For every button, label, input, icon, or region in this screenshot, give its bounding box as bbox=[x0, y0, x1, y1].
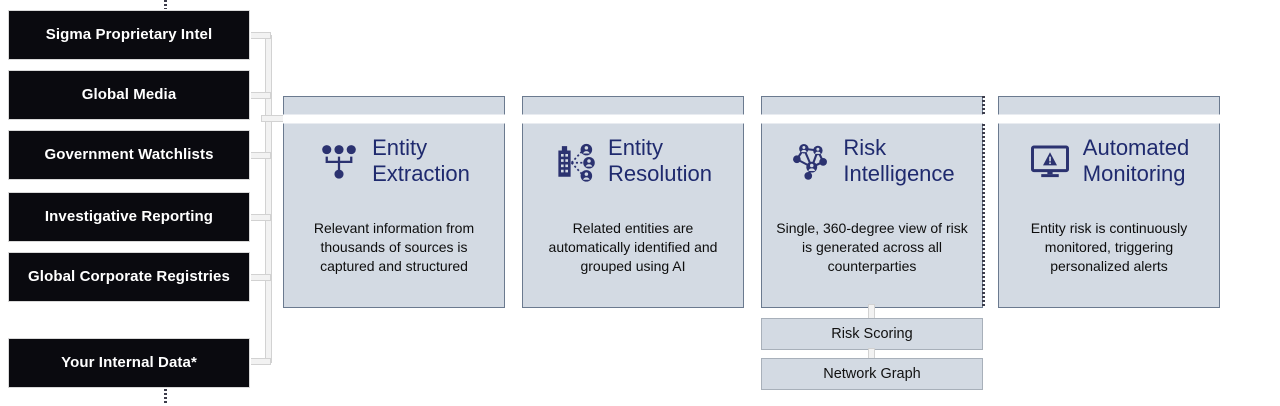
stage-card-header: Automated Monitoring bbox=[999, 135, 1219, 186]
stage-card-title: Entity Extraction bbox=[372, 135, 470, 186]
dotted-divider-card3 bbox=[982, 96, 985, 308]
stage-card-description: Related entities are automatically ident… bbox=[548, 220, 718, 275]
source-label: Government Watchlists bbox=[44, 145, 214, 163]
dotted-marker-bottom bbox=[164, 389, 167, 405]
source-box[interactable]: Global Corporate Registries bbox=[8, 252, 250, 302]
stage-card-automated-monitoring[interactable]: Automated Monitoring Entity risk is cont… bbox=[998, 96, 1220, 308]
stage-card-risk-intelligence[interactable]: Risk Intelligence Single, 360-degree vie… bbox=[761, 96, 983, 308]
stage-card-title: Risk Intelligence bbox=[843, 135, 955, 186]
bracket-vertical-upper bbox=[266, 36, 271, 122]
source-box[interactable]: Government Watchlists bbox=[8, 130, 250, 180]
source-box[interactable]: Sigma Proprietary Intel bbox=[8, 10, 250, 60]
stage-card-title: Entity Resolution bbox=[608, 135, 712, 186]
stage-card-header: Risk Intelligence bbox=[762, 135, 982, 186]
source-label: Your Internal Data* bbox=[61, 353, 197, 371]
sub-connector-top bbox=[869, 305, 874, 320]
source-box[interactable]: Your Internal Data* bbox=[8, 338, 250, 388]
bracket-stub-1 bbox=[248, 33, 270, 38]
stage-card-entity-extraction[interactable]: Entity Extraction Relevant information f… bbox=[283, 96, 505, 308]
sub-box-label: Network Graph bbox=[823, 366, 921, 382]
stage-card-description: Relevant information from thousands of s… bbox=[313, 220, 475, 275]
stage-card-description: Single, 360-degree view of risk is gener… bbox=[776, 220, 968, 275]
bracket-stub-2 bbox=[248, 93, 270, 98]
sub-box-risk-scoring[interactable]: Risk Scoring bbox=[761, 318, 983, 350]
building-people-network-icon bbox=[558, 143, 595, 182]
source-label: Sigma Proprietary Intel bbox=[45, 25, 213, 43]
sub-box-network-graph[interactable]: Network Graph bbox=[761, 358, 983, 390]
source-label: Global Corporate Registries bbox=[28, 267, 230, 285]
stage-card-entity-resolution[interactable]: Entity Resolution Related entities are a… bbox=[522, 96, 744, 308]
bracket-stub-3 bbox=[248, 153, 270, 158]
stage-card-description: Entity risk is continuously monitored, t… bbox=[1030, 220, 1188, 275]
stage-card-header: Entity Resolution bbox=[523, 135, 743, 186]
monitor-alert-icon bbox=[1030, 145, 1069, 177]
source-box[interactable]: Investigative Reporting bbox=[8, 192, 250, 242]
bracket-stub-6 bbox=[248, 359, 270, 364]
bracket-to-pipeline bbox=[262, 116, 290, 121]
sub-box-label: Risk Scoring bbox=[831, 326, 913, 342]
bracket-stub-4 bbox=[248, 215, 270, 220]
source-label: Global Media bbox=[81, 85, 177, 103]
dotted-marker-top bbox=[164, 0, 167, 9]
source-box[interactable]: Global Media bbox=[8, 70, 250, 120]
bracket-stub-5 bbox=[248, 275, 270, 280]
bracket-vertical-lower bbox=[266, 118, 271, 362]
sub-connector-middle bbox=[869, 349, 874, 360]
network-graph-icon bbox=[793, 143, 828, 180]
hierarchy-icon bbox=[322, 144, 356, 179]
stage-card-header: Entity Extraction bbox=[284, 135, 504, 186]
source-label: Investigative Reporting bbox=[44, 207, 214, 225]
stage-card-title: Automated Monitoring bbox=[1082, 135, 1190, 186]
